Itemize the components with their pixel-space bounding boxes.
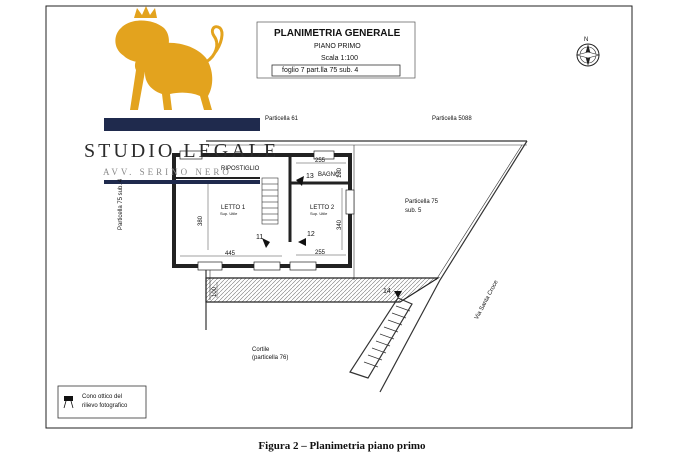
label-particella-61: Particella 61 — [265, 116, 299, 122]
logo-bar-top — [104, 118, 260, 131]
room-letto-1: LETTO 1 — [221, 205, 246, 211]
room-letto-2-area: Sup. Utile — [310, 211, 328, 216]
legend-box — [57, 385, 147, 419]
label-particella-75: Particella 75 — [405, 199, 439, 205]
camera-icon — [63, 396, 74, 409]
label-particella-75-sub4: Particella 75 sub. 4 — [118, 178, 124, 230]
dimension-lines — [180, 162, 346, 298]
compass-label: N — [584, 37, 589, 43]
logo-bar-bottom — [104, 180, 260, 184]
dim-380: 380 — [198, 215, 204, 226]
plan-reference: foglio 7 part.lla 75 sub. 4 — [282, 67, 359, 74]
title-box — [256, 21, 416, 79]
dim-340: 340 — [337, 219, 343, 230]
ref-box — [271, 64, 401, 77]
photo-cone-icons — [262, 176, 402, 298]
interior-stairs — [261, 177, 279, 225]
terrace — [205, 277, 441, 303]
plan-scale: Scala 1:100 — [321, 55, 358, 62]
dim-445: 445 — [225, 251, 236, 257]
figure-caption: Figura 2 – Planimetria piano primo — [258, 440, 426, 452]
photo-point-11: 11 — [256, 234, 264, 241]
photo-point-12: 12 — [307, 231, 315, 238]
external-stairs — [349, 297, 413, 379]
label-cortile-particella: (particella 76) — [252, 355, 289, 361]
room-ripostiglio: RIPOSTIGLIO — [221, 166, 260, 172]
legend-line-1: Cono ottico del — [82, 394, 123, 400]
room-bagno: BAGNO — [318, 172, 340, 178]
drawing-frame — [45, 5, 633, 429]
compass-icon — [575, 43, 601, 67]
label-particella-5088: Particella 5088 — [432, 116, 472, 122]
label-sub-5: sub. 5 — [405, 208, 422, 214]
legend-line-2: rilievo fotografico — [82, 403, 128, 409]
plan-subtitle: PIANO PRIMO — [314, 43, 361, 50]
photo-point-14: 14 — [383, 288, 391, 295]
photo-point-13: 13 — [306, 173, 314, 180]
logo-subtitle: AVV. SERINO NERO — [103, 167, 232, 177]
logo-name: STUDIO LEGALE — [84, 140, 280, 162]
room-letto-1-area: Sup. Utile — [220, 211, 238, 216]
label-cortile: Cortile — [252, 347, 270, 353]
dim-130: 130 — [337, 167, 343, 178]
boundary-line-east — [379, 140, 528, 393]
dim-100: 100 — [212, 286, 218, 297]
lion-logo-icon — [115, 6, 224, 110]
plan-title: PLANIMETRIA GENERALE — [274, 28, 401, 39]
room-letto-2: LETTO 2 — [310, 205, 335, 211]
dim-255-top: 255 — [315, 158, 326, 164]
dim-255-bottom: 255 — [315, 250, 326, 256]
